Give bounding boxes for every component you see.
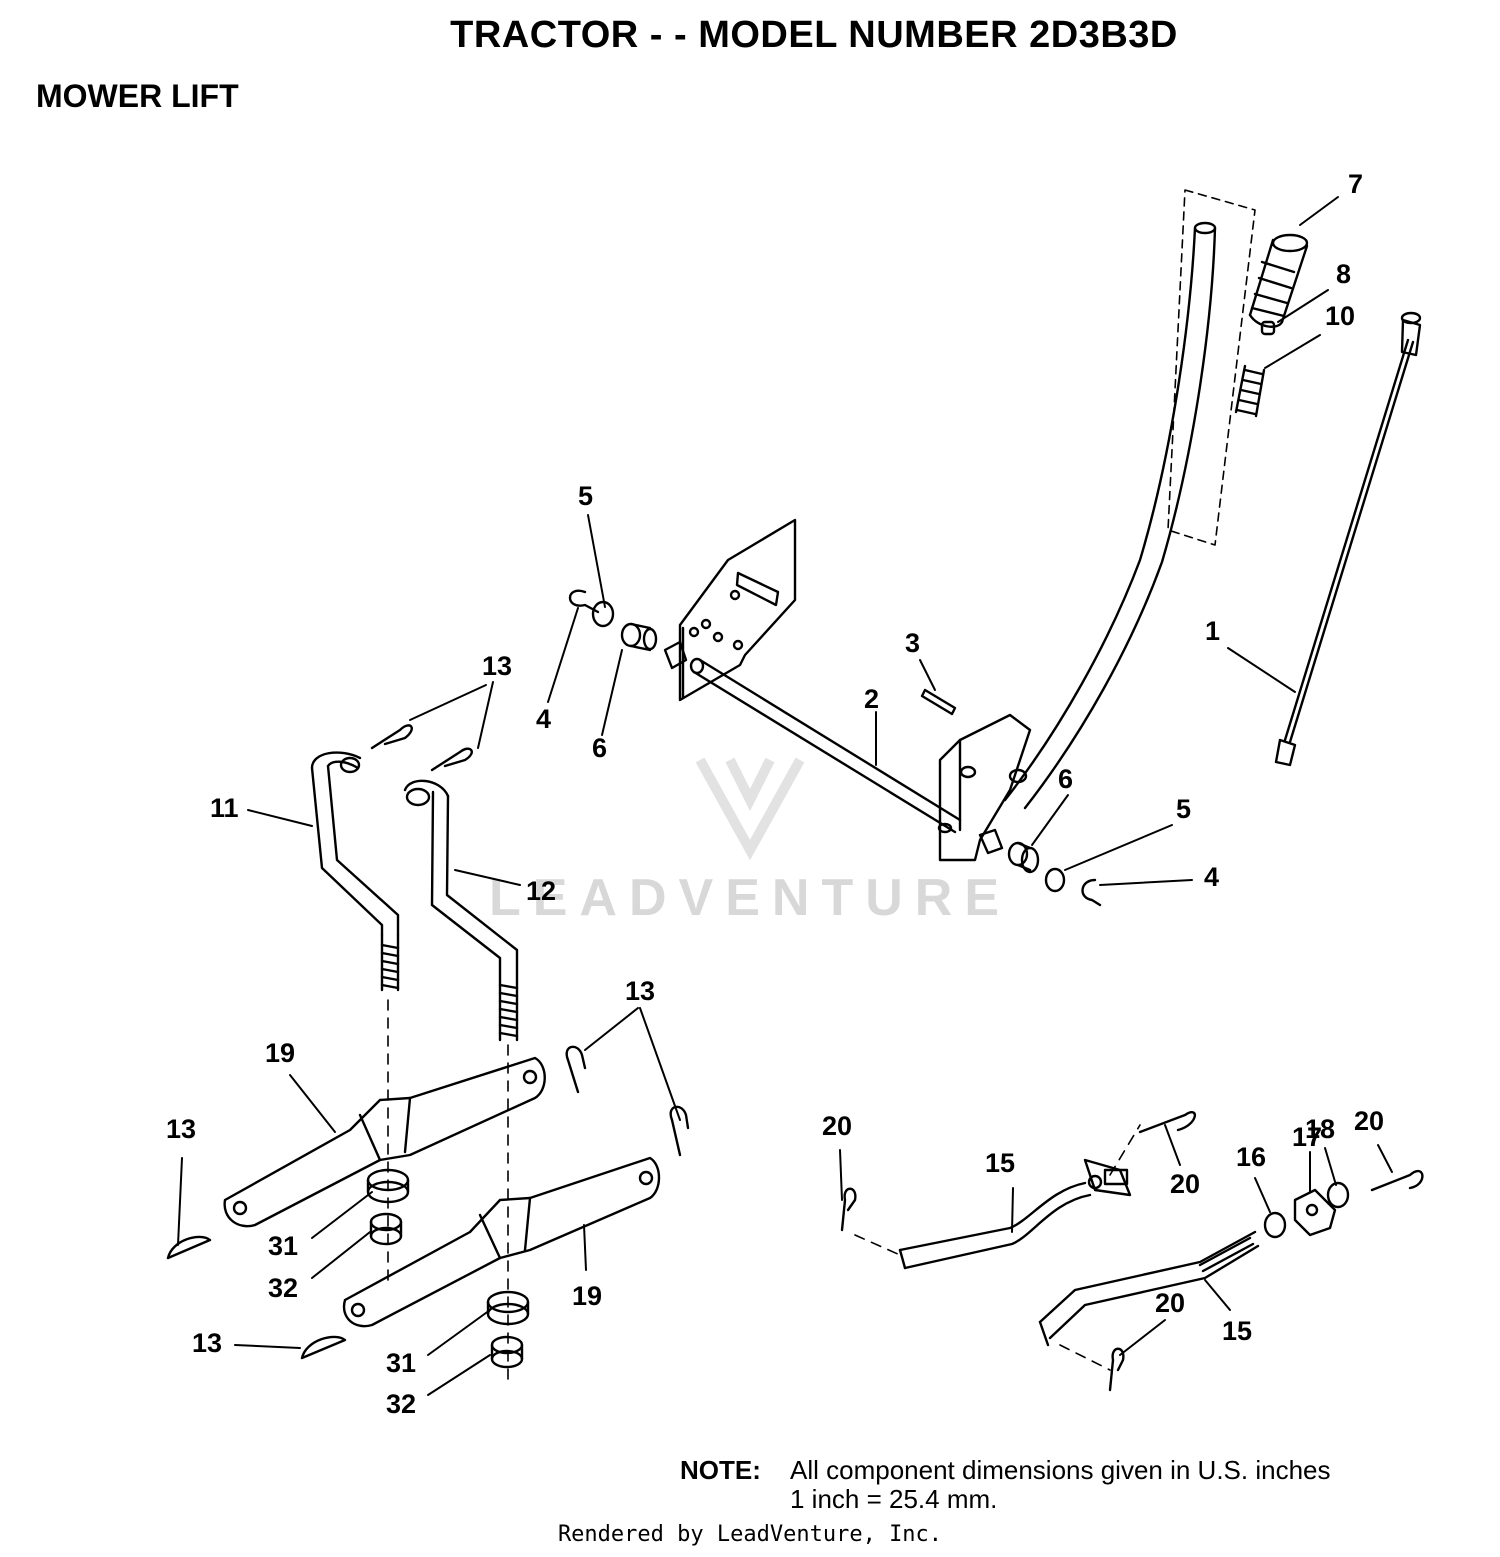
callout-19: 19 bbox=[265, 1038, 295, 1068]
watermark-logo bbox=[695, 757, 805, 861]
hairpin-clip bbox=[430, 747, 473, 772]
callout-3: 3 bbox=[905, 628, 920, 658]
left-bushing bbox=[620, 622, 658, 652]
callout-2: 2 bbox=[864, 684, 879, 714]
hairpin-clip bbox=[669, 1105, 690, 1157]
swivel-nut bbox=[1326, 1181, 1350, 1209]
callout-10: 10 bbox=[1325, 301, 1355, 331]
hairpin-clip bbox=[840, 1187, 857, 1232]
shaft-key bbox=[920, 688, 957, 716]
callout-11: 11 bbox=[210, 793, 239, 823]
washer bbox=[1263, 1211, 1287, 1239]
left-washer bbox=[591, 600, 615, 628]
callout-13: 13 bbox=[625, 976, 655, 1006]
callout-1: 1 bbox=[1205, 616, 1220, 646]
callout-17: 17 bbox=[1292, 1122, 1322, 1152]
callout-20: 20 bbox=[1155, 1288, 1185, 1318]
page-title: TRACTOR - - MODEL NUMBER 2D3B3D bbox=[450, 14, 1178, 56]
hairpin-clip bbox=[300, 1335, 347, 1360]
callout-8: 8 bbox=[1336, 259, 1351, 289]
lift-link-left bbox=[310, 751, 400, 992]
left-hairpin-clip bbox=[568, 589, 600, 614]
section-title: MOWER LIFT bbox=[36, 78, 239, 114]
hairpin-clip bbox=[1370, 1169, 1424, 1192]
callout-32: 32 bbox=[268, 1273, 298, 1303]
leader-lines bbox=[177, 196, 1393, 1396]
callout-20: 20 bbox=[1354, 1106, 1384, 1136]
callout-6: 6 bbox=[592, 733, 607, 763]
callout-19: 19 bbox=[572, 1281, 602, 1311]
callout-6: 6 bbox=[1058, 764, 1073, 794]
callout-13: 13 bbox=[192, 1328, 222, 1358]
callout-15: 15 bbox=[1222, 1316, 1252, 1346]
nylon-washer bbox=[366, 1168, 410, 1204]
right-washer bbox=[1044, 867, 1066, 893]
footer-credit: Rendered by LeadVenture, Inc. bbox=[557, 1522, 943, 1547]
callout-7: 7 bbox=[1348, 169, 1363, 199]
callout-5: 5 bbox=[578, 481, 593, 511]
note-label: NOTE: bbox=[680, 1455, 761, 1485]
callout-31: 31 bbox=[386, 1348, 416, 1378]
handle-dashed-outline bbox=[1167, 189, 1256, 546]
callout-31: 31 bbox=[268, 1231, 298, 1261]
lock-nut bbox=[369, 1212, 403, 1246]
note-line-1: All component dimensions given in U.S. i… bbox=[790, 1455, 1331, 1485]
mounting-plate bbox=[678, 518, 797, 702]
lift-handle bbox=[937, 221, 1217, 862]
right-hairpin-clip bbox=[1081, 878, 1102, 907]
lift-arm-lower bbox=[342, 1156, 661, 1328]
lift-arm-upper bbox=[223, 1056, 546, 1228]
callout-32: 32 bbox=[386, 1389, 416, 1419]
handle-spring bbox=[1234, 364, 1266, 418]
handle-grip bbox=[1248, 233, 1309, 328]
hairpin-clip bbox=[1138, 1111, 1196, 1134]
callout-12: 12 bbox=[526, 876, 556, 906]
hairpin-clip bbox=[166, 1235, 212, 1260]
lift-shaft bbox=[663, 640, 1004, 855]
lift-rod bbox=[1274, 311, 1422, 767]
swivel-block bbox=[1293, 1188, 1337, 1237]
callout-20: 20 bbox=[822, 1111, 852, 1141]
callout-13: 13 bbox=[482, 651, 512, 681]
handle-button bbox=[1260, 320, 1276, 336]
lock-nut bbox=[490, 1335, 524, 1369]
callout-4: 4 bbox=[1204, 862, 1219, 892]
callout-20: 20 bbox=[1170, 1169, 1200, 1199]
deck-lift-rod-lower bbox=[1038, 1230, 1260, 1347]
hairpin-clip bbox=[370, 724, 413, 750]
callout-13: 13 bbox=[166, 1114, 196, 1144]
hairpin-clip bbox=[1108, 1347, 1125, 1392]
right-bushing bbox=[1007, 841, 1040, 874]
watermark-text: LEADVENTURE bbox=[489, 869, 1011, 927]
callout-4: 4 bbox=[536, 704, 551, 734]
callout-15: 15 bbox=[985, 1148, 1015, 1178]
note-line-2: 1 inch = 25.4 mm. bbox=[790, 1484, 998, 1514]
callout-16: 16 bbox=[1236, 1142, 1266, 1172]
lift-link-right bbox=[403, 779, 519, 1042]
callout-18: 18 bbox=[1305, 1114, 1335, 1144]
deck-lift-rod-upper bbox=[898, 1158, 1132, 1270]
hairpin-clip bbox=[565, 1045, 587, 1094]
callout-5: 5 bbox=[1176, 794, 1191, 824]
